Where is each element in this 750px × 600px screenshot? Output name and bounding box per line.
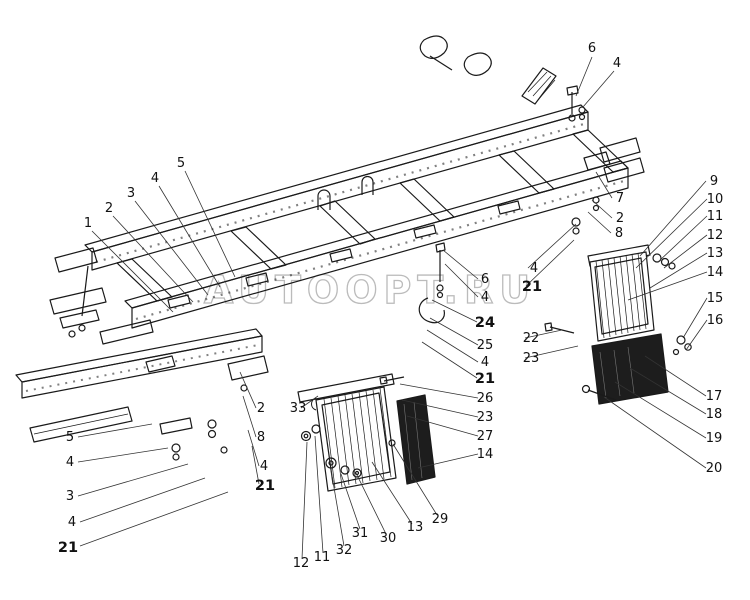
part-callout: 6 [588, 41, 596, 56]
center-fasteners [418, 242, 446, 324]
part-callout: 30 [380, 531, 397, 546]
right-mudflap-assembly [544, 244, 692, 405]
part-callout: 4 [66, 455, 74, 470]
part-callout: 25 [477, 338, 494, 353]
part-callout: 21 [255, 478, 275, 494]
part-callout: 22 [523, 331, 540, 346]
crossmembers [116, 129, 629, 302]
part-callout: 31 [352, 526, 369, 541]
part-callout: 24 [475, 315, 495, 331]
far-rail [84, 104, 589, 271]
part-callout: 6 [481, 272, 489, 287]
rail-brackets [167, 200, 521, 309]
part-callout: 21 [58, 540, 78, 556]
front-bracket-assembly [49, 247, 154, 345]
part-callout: 5 [66, 430, 74, 445]
part-callout: 14 [707, 265, 724, 280]
part-callout: 4 [481, 290, 489, 305]
rear-strut [521, 67, 557, 105]
center-mudflap-assembly [297, 373, 436, 492]
part-callout: 4 [260, 459, 268, 474]
part-callout: 11 [314, 550, 331, 565]
part-callout: 21 [522, 279, 542, 295]
part-callout: 32 [336, 543, 353, 558]
part-callouts: 1 2 3 4 5 6 4 7 2 8 9 10 11 12 13 14 15 … [58, 41, 723, 571]
part-callout: 19 [706, 431, 723, 446]
part-callout: 12 [293, 556, 310, 571]
spare-rail [15, 328, 269, 461]
part-callout: 27 [477, 429, 494, 444]
part-callout: 23 [477, 410, 494, 425]
part-callout: 4 [613, 56, 621, 71]
part-callout: 14 [477, 447, 494, 462]
part-callout: 4 [481, 355, 489, 370]
part-callout: 16 [707, 313, 724, 328]
part-callout: 3 [127, 186, 135, 201]
rear-bracket-assembly [566, 85, 645, 235]
part-callout: 2 [257, 401, 265, 416]
part-callout: 10 [707, 192, 724, 207]
part-callout: 1 [84, 216, 92, 231]
part-callout: 5 [177, 156, 185, 171]
part-callout: 12 [707, 228, 724, 243]
part-callout: 23 [523, 351, 540, 366]
part-callout: 15 [707, 291, 724, 306]
frame-drawing [15, 35, 708, 560]
part-callout: 18 [706, 407, 723, 422]
part-callout: 17 [706, 389, 723, 404]
part-callout: 33 [290, 401, 307, 416]
part-callout: 29 [432, 512, 449, 527]
tow-hooks [419, 35, 492, 77]
part-callout: 4 [530, 261, 538, 276]
part-callout: 2 [105, 201, 113, 216]
part-callout: 4 [68, 515, 76, 530]
part-callout: 3 [66, 489, 74, 504]
part-callout: 11 [707, 209, 724, 224]
part-callout: 13 [407, 520, 424, 535]
part-callout: 8 [257, 430, 265, 445]
part-callout: 9 [710, 174, 718, 189]
part-callout: 8 [615, 226, 623, 241]
part-callout: 4 [151, 171, 159, 186]
part-callout: 26 [477, 391, 494, 406]
part-callout: 20 [706, 461, 723, 476]
part-callout: 21 [475, 371, 495, 387]
leader-lines [77, 56, 708, 560]
part-callout: 7 [616, 191, 624, 206]
part-callout: 13 [707, 246, 724, 261]
part-callout: 2 [616, 211, 624, 226]
